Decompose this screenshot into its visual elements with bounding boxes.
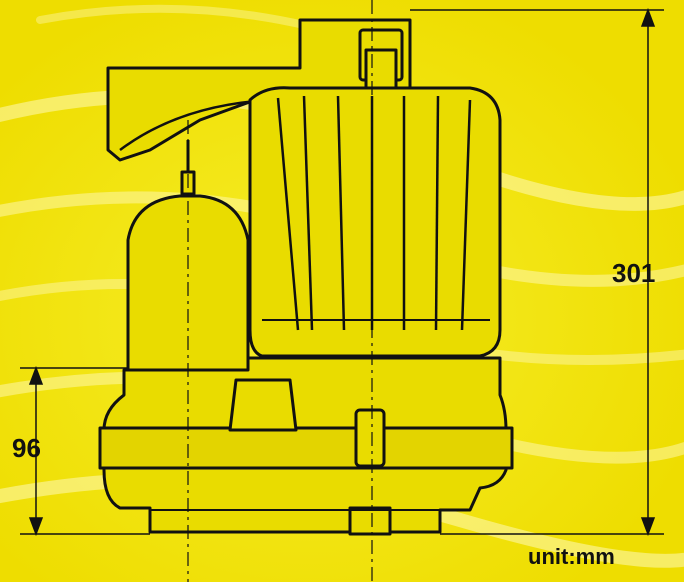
overall-height-label: 301 bbox=[612, 258, 656, 288]
dimension-line-overall-height bbox=[410, 7, 664, 537]
pump-body bbox=[98, 18, 514, 536]
dimension-line-inlet-height bbox=[20, 365, 150, 537]
inlet-height-label: 96 bbox=[12, 433, 41, 463]
unit-label: unit:mm bbox=[528, 544, 615, 569]
center-lines bbox=[187, 0, 373, 582]
